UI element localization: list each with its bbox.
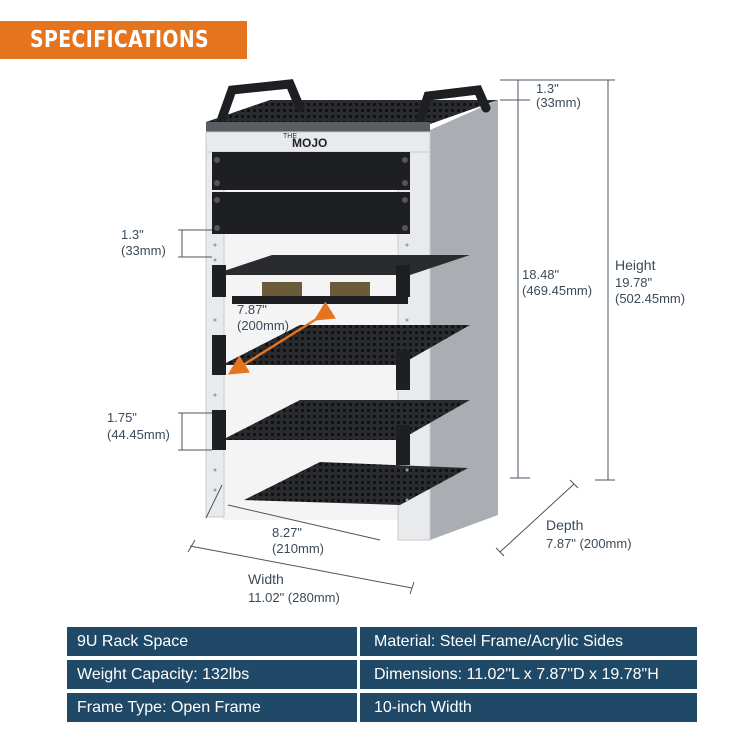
shelf-depth-arrow: [227, 301, 337, 375]
rail-gap-inch: 1.3": [121, 227, 144, 242]
top-gap-inch: 1.3": [536, 81, 559, 96]
width-value: 11.02" (280mm): [248, 590, 340, 605]
depth-value: 7.87" (200mm): [546, 536, 632, 551]
depth-label: Depth: [546, 517, 584, 533]
inner-height-mm: (469.45mm): [522, 283, 593, 298]
top-gap-mm: (33mm): [536, 95, 581, 110]
blank-panel-1: [212, 152, 410, 190]
rack-illustration: [178, 79, 615, 595]
rack-holes: [213, 243, 409, 502]
shelf-depth-mm: (200mm): [237, 318, 290, 333]
acrylic-side-panel: [430, 100, 498, 540]
width-label: Width: [248, 571, 284, 587]
shelf-depth-inch: 7.87": [237, 302, 267, 317]
brand-small: THE: [283, 133, 297, 140]
inner-width-inch: 8.27": [272, 525, 302, 540]
specs-table: 9U Rack Space Material: Steel Frame/Acry…: [67, 627, 697, 722]
height-label: Height: [615, 257, 656, 273]
specifications-banner: SPECIFICATIONS: [0, 21, 247, 59]
top-lid-edge: [206, 122, 430, 132]
spec-material: Material: Steel Frame/Acrylic Sides: [360, 627, 697, 656]
card-left: [262, 282, 302, 300]
handle-left: [217, 79, 305, 123]
height-inch: 19.78": [615, 275, 653, 290]
spec-width: 10-inch Width: [360, 693, 697, 722]
shelf-spacing-mm: (44.45mm): [107, 427, 170, 442]
dimension-lines: [178, 79, 615, 595]
spec-weight-capacity: Weight Capacity: 132lbs: [67, 660, 357, 689]
spec-frame-type: Frame Type: Open Frame: [67, 693, 357, 722]
height-mm: (502.45mm): [615, 291, 686, 306]
inner-width-mm: (210mm): [272, 541, 325, 556]
banner-title: SPECIFICATIONS: [30, 27, 210, 53]
inner-height-inch: 18.48": [522, 267, 560, 282]
rail-gap-mm: (33mm): [121, 243, 166, 258]
spec-dimensions: Dimensions: 11.02"L x 7.87"D x 19.78"H: [360, 660, 697, 689]
brand-logo: MOJO: [292, 136, 328, 150]
card-right: [330, 282, 370, 300]
blank-panel-2: [212, 192, 410, 234]
spec-rack-space: 9U Rack Space: [67, 627, 357, 656]
shelf-bottom: [244, 462, 468, 505]
shelf-spacing-inch: 1.75": [107, 410, 137, 425]
handle-right: [415, 85, 491, 125]
